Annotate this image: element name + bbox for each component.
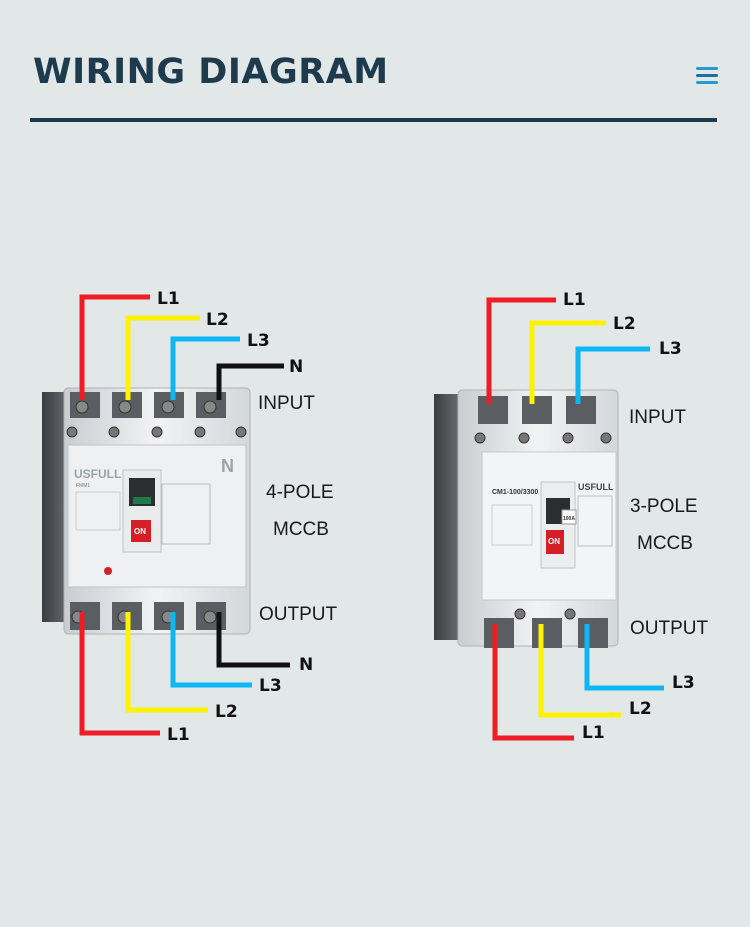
rating-label: 100A (563, 516, 575, 522)
pole-label: 3-POLE (630, 496, 698, 517)
wire-label-l3: L3 (247, 331, 270, 351)
wire-label-l1: L1 (157, 289, 180, 309)
breaker-model: CM1-100/3300 (492, 489, 538, 496)
output-label: OUTPUT (259, 604, 338, 625)
wire-l3 (170, 612, 252, 688)
pole-label: 4-POLE (266, 482, 334, 503)
breaker-4pole: USFULL FMM1 N ON (42, 387, 251, 635)
test-button (104, 567, 112, 575)
switch-on-label: ON (134, 527, 146, 536)
breaker-brand: USFULL (578, 482, 614, 492)
wire-l3 (584, 624, 664, 691)
wire-l1 (492, 624, 574, 741)
output-label: OUTPUT (630, 618, 709, 639)
switch-on-label: ON (548, 537, 560, 546)
neutral-mark: N (221, 456, 234, 476)
wire-label-l2: L2 (215, 702, 238, 722)
wire-label-l2: L2 (613, 314, 636, 334)
wire-label-l3: L3 (259, 676, 282, 696)
wire-l3 (575, 346, 650, 404)
header-divider (30, 118, 717, 122)
wire-l2 (538, 624, 621, 718)
wire-label-l3: L3 (672, 673, 695, 693)
wires-3pole-top (486, 297, 650, 404)
page-title: WIRING DIAGRAM (33, 52, 389, 92)
breaker-3pole: CM1-100/3300 USFULL 100A ON (434, 389, 619, 648)
wire-label-l2: L2 (629, 699, 652, 719)
wire-l1 (79, 612, 160, 736)
wire-l2 (125, 315, 200, 400)
breaker-brand: USFULL (74, 467, 121, 481)
input-label: INPUT (258, 393, 315, 414)
wire-label-n: N (289, 357, 303, 377)
wire-l1 (79, 294, 150, 400)
wires-4pole-top (79, 294, 284, 400)
wire-label-l2: L2 (206, 310, 229, 330)
type-label: MCCB (637, 533, 693, 554)
wires-3pole-bottom (492, 624, 664, 741)
wire-l2 (529, 320, 606, 404)
top-terminals (66, 392, 247, 438)
breaker-side-panel (434, 394, 462, 640)
wire-label-l1: L1 (582, 723, 605, 743)
breaker-toggle-housing (540, 481, 576, 569)
top-terminals (474, 396, 612, 444)
wires-4pole-bottom (79, 612, 290, 736)
wire-l2 (125, 612, 208, 713)
wire-n (216, 363, 284, 400)
breaker-model: FMM1 (76, 483, 90, 489)
input-label: INPUT (629, 407, 686, 428)
wire-label-l1: L1 (167, 725, 190, 745)
wire-l3 (170, 336, 240, 400)
bottom-terminals (484, 608, 608, 648)
wire-label-l1: L1 (563, 290, 586, 310)
switch-on-indicator (131, 520, 151, 542)
wire-n (216, 612, 290, 668)
type-label: MCCB (273, 519, 329, 540)
wire-label-n: N (299, 655, 313, 675)
wire-label-l3: L3 (659, 339, 682, 359)
wire-l1 (486, 297, 556, 404)
switch-on-indicator (546, 530, 564, 554)
hamburger-menu-icon[interactable] (696, 67, 718, 85)
